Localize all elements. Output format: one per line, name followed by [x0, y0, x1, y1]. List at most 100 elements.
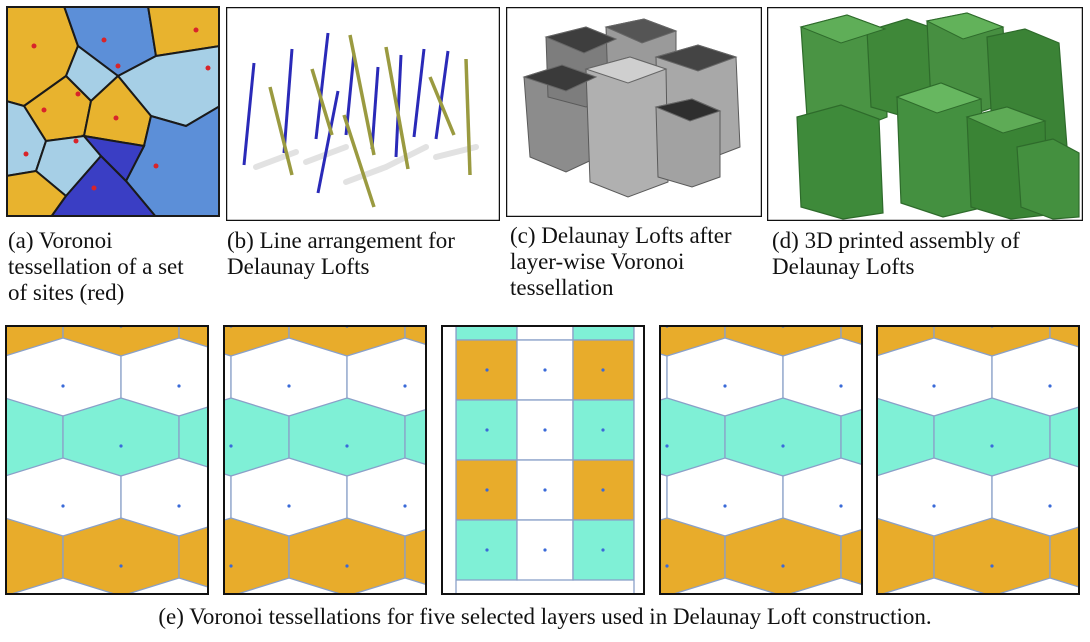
layer-site: [345, 564, 349, 568]
layer-site: [403, 384, 407, 388]
layer-site: [601, 368, 605, 372]
panel-b-line-arrangement: [226, 7, 500, 221]
loft-opening: [604, 18, 678, 44]
voronoi-site: [23, 151, 29, 157]
voronoi-site: [113, 115, 119, 121]
layer-cell: [668, 577, 782, 595]
layer-cell: [993, 577, 1080, 595]
layer-cell: [232, 577, 346, 595]
layer-site: [287, 504, 291, 508]
layer-site: [485, 428, 489, 432]
layer-site: [543, 548, 547, 552]
layer-site: [1048, 384, 1052, 388]
layer-site: [119, 564, 123, 568]
blue-line: [412, 48, 426, 138]
layer-site: [345, 444, 349, 448]
layer-cell: [404, 528, 427, 595]
blue-line: [242, 62, 256, 166]
printed-loft-top: [895, 82, 983, 114]
voronoi-site: [193, 27, 199, 33]
voronoi-site: [31, 43, 37, 49]
layer-frame: [441, 325, 645, 595]
voronoi-site: [75, 91, 81, 97]
layer-cell: [840, 528, 863, 595]
line-shadow: [253, 149, 299, 170]
layer-panel-1: [5, 325, 209, 595]
printed-assembly-photo: [767, 7, 1083, 221]
layer-frame: [876, 325, 1080, 595]
printed-loft: [796, 104, 884, 220]
caption-b: (b) Line arrangement for Delaunay Lofts: [227, 228, 455, 279]
layer-panel-4: [659, 325, 863, 595]
line-shadow: [343, 164, 389, 185]
line-arrangement-image: [226, 7, 500, 221]
layer-site: [839, 384, 843, 388]
layer-tessellation-4: [659, 325, 863, 595]
olive-line: [384, 46, 410, 170]
layer-site: [723, 504, 727, 508]
voronoi-cell: [49, 154, 158, 217]
loft-opening: [584, 56, 668, 84]
layer-cell: [455, 325, 518, 341]
layer-site: [485, 368, 489, 372]
layer-site: [229, 444, 233, 448]
olive-line: [428, 76, 456, 136]
layer-cell: [1049, 526, 1080, 595]
printed-loft: [1016, 138, 1080, 220]
voronoi-tessellation-image: [6, 6, 220, 217]
frame: [226, 7, 500, 221]
layer-frame: [223, 325, 427, 595]
loft-opening: [522, 64, 598, 92]
caption-e: (e) Voronoi tessellations for five selec…: [158, 604, 932, 629]
layer-site: [177, 384, 181, 388]
layer-site: [990, 564, 994, 568]
printed-loft-top: [925, 12, 1005, 40]
layer-site: [1048, 504, 1052, 508]
layer-site: [287, 384, 291, 388]
loft-opening: [654, 44, 738, 72]
layer-cell: [877, 577, 991, 595]
olive-line: [310, 68, 334, 136]
blue-line: [434, 50, 450, 140]
printed-loft-top: [799, 14, 887, 44]
blue-line: [282, 48, 294, 154]
blue-line: [316, 90, 340, 194]
panel-d-3d-printed-assembly: [767, 7, 1083, 221]
layer-site: [61, 504, 65, 508]
layer-site: [601, 548, 605, 552]
olive-line: [464, 58, 472, 176]
layer-site: [932, 504, 936, 508]
printed-loft-top: [965, 106, 1047, 134]
olive-line: [348, 34, 376, 156]
layer-site: [665, 564, 669, 568]
frame: [6, 6, 220, 217]
layer-cell: [516, 325, 574, 341]
layer-panel-5: [876, 325, 1080, 595]
layer-cell: [572, 325, 635, 341]
panel-c-delaunay-lofts-render: [506, 7, 762, 217]
layer-site: [543, 488, 547, 492]
layer-tessellation-5: [876, 325, 1080, 595]
layer-site: [485, 548, 489, 552]
loft-opening: [654, 98, 722, 122]
layer-site: [61, 384, 65, 388]
voronoi-site: [205, 65, 211, 71]
layer-frame: [5, 325, 209, 595]
layer-tessellation-3: [441, 325, 645, 595]
voronoi-site: [153, 163, 159, 169]
layer-cell: [633, 325, 645, 595]
layer-site: [177, 504, 181, 508]
layer-cell: [516, 399, 574, 461]
voronoi-cell: [81, 134, 146, 183]
layer-site: [932, 384, 936, 388]
voronoi-site: [101, 37, 107, 43]
layer-site: [403, 504, 407, 508]
layer-cell: [122, 577, 209, 595]
layer-cell: [348, 577, 427, 595]
layer-site: [485, 488, 489, 492]
olive-line: [268, 86, 294, 176]
layer-panel-2: [223, 325, 427, 595]
voronoi-site: [91, 185, 97, 191]
voronoi-cell: [146, 6, 220, 58]
caption-d: (d) 3D printed assembly of Delaunay Loft…: [772, 228, 1020, 279]
